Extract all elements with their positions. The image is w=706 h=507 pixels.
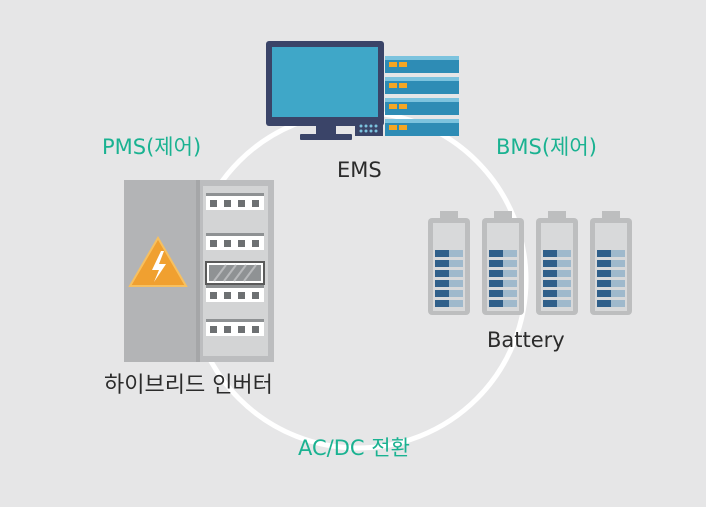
bms-label: BMS(제어) xyxy=(496,135,597,159)
inverter-cabinet-icon xyxy=(124,180,274,362)
pms-label: PMS(제어) xyxy=(102,135,202,159)
server-rack-icon xyxy=(355,56,459,136)
battery-cell-pack xyxy=(482,211,524,315)
inverter-label: 하이브리드 인버터 xyxy=(104,373,273,398)
ems-label: EMS xyxy=(337,158,382,182)
battery-label: Battery xyxy=(487,328,565,352)
battery-icon xyxy=(428,211,632,315)
monitor-icon xyxy=(266,41,384,140)
breaker-row xyxy=(206,285,264,302)
high-voltage-warning-icon xyxy=(128,236,188,287)
breaker-row xyxy=(206,319,264,336)
battery-cell-pack xyxy=(428,211,470,315)
breaker-row xyxy=(206,193,264,210)
acdc-label: AC/DC 전환 xyxy=(298,436,410,460)
breaker-row xyxy=(206,233,264,250)
battery-cell-pack xyxy=(590,211,632,315)
battery-cell-pack xyxy=(536,211,578,315)
